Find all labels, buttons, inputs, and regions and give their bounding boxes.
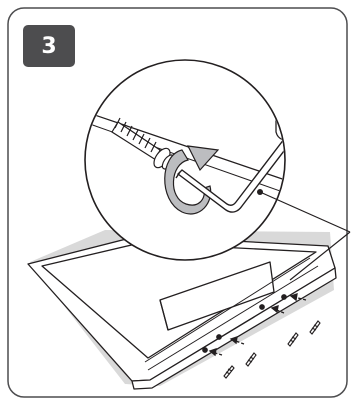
step-number-badge: 3 [23,25,75,67]
